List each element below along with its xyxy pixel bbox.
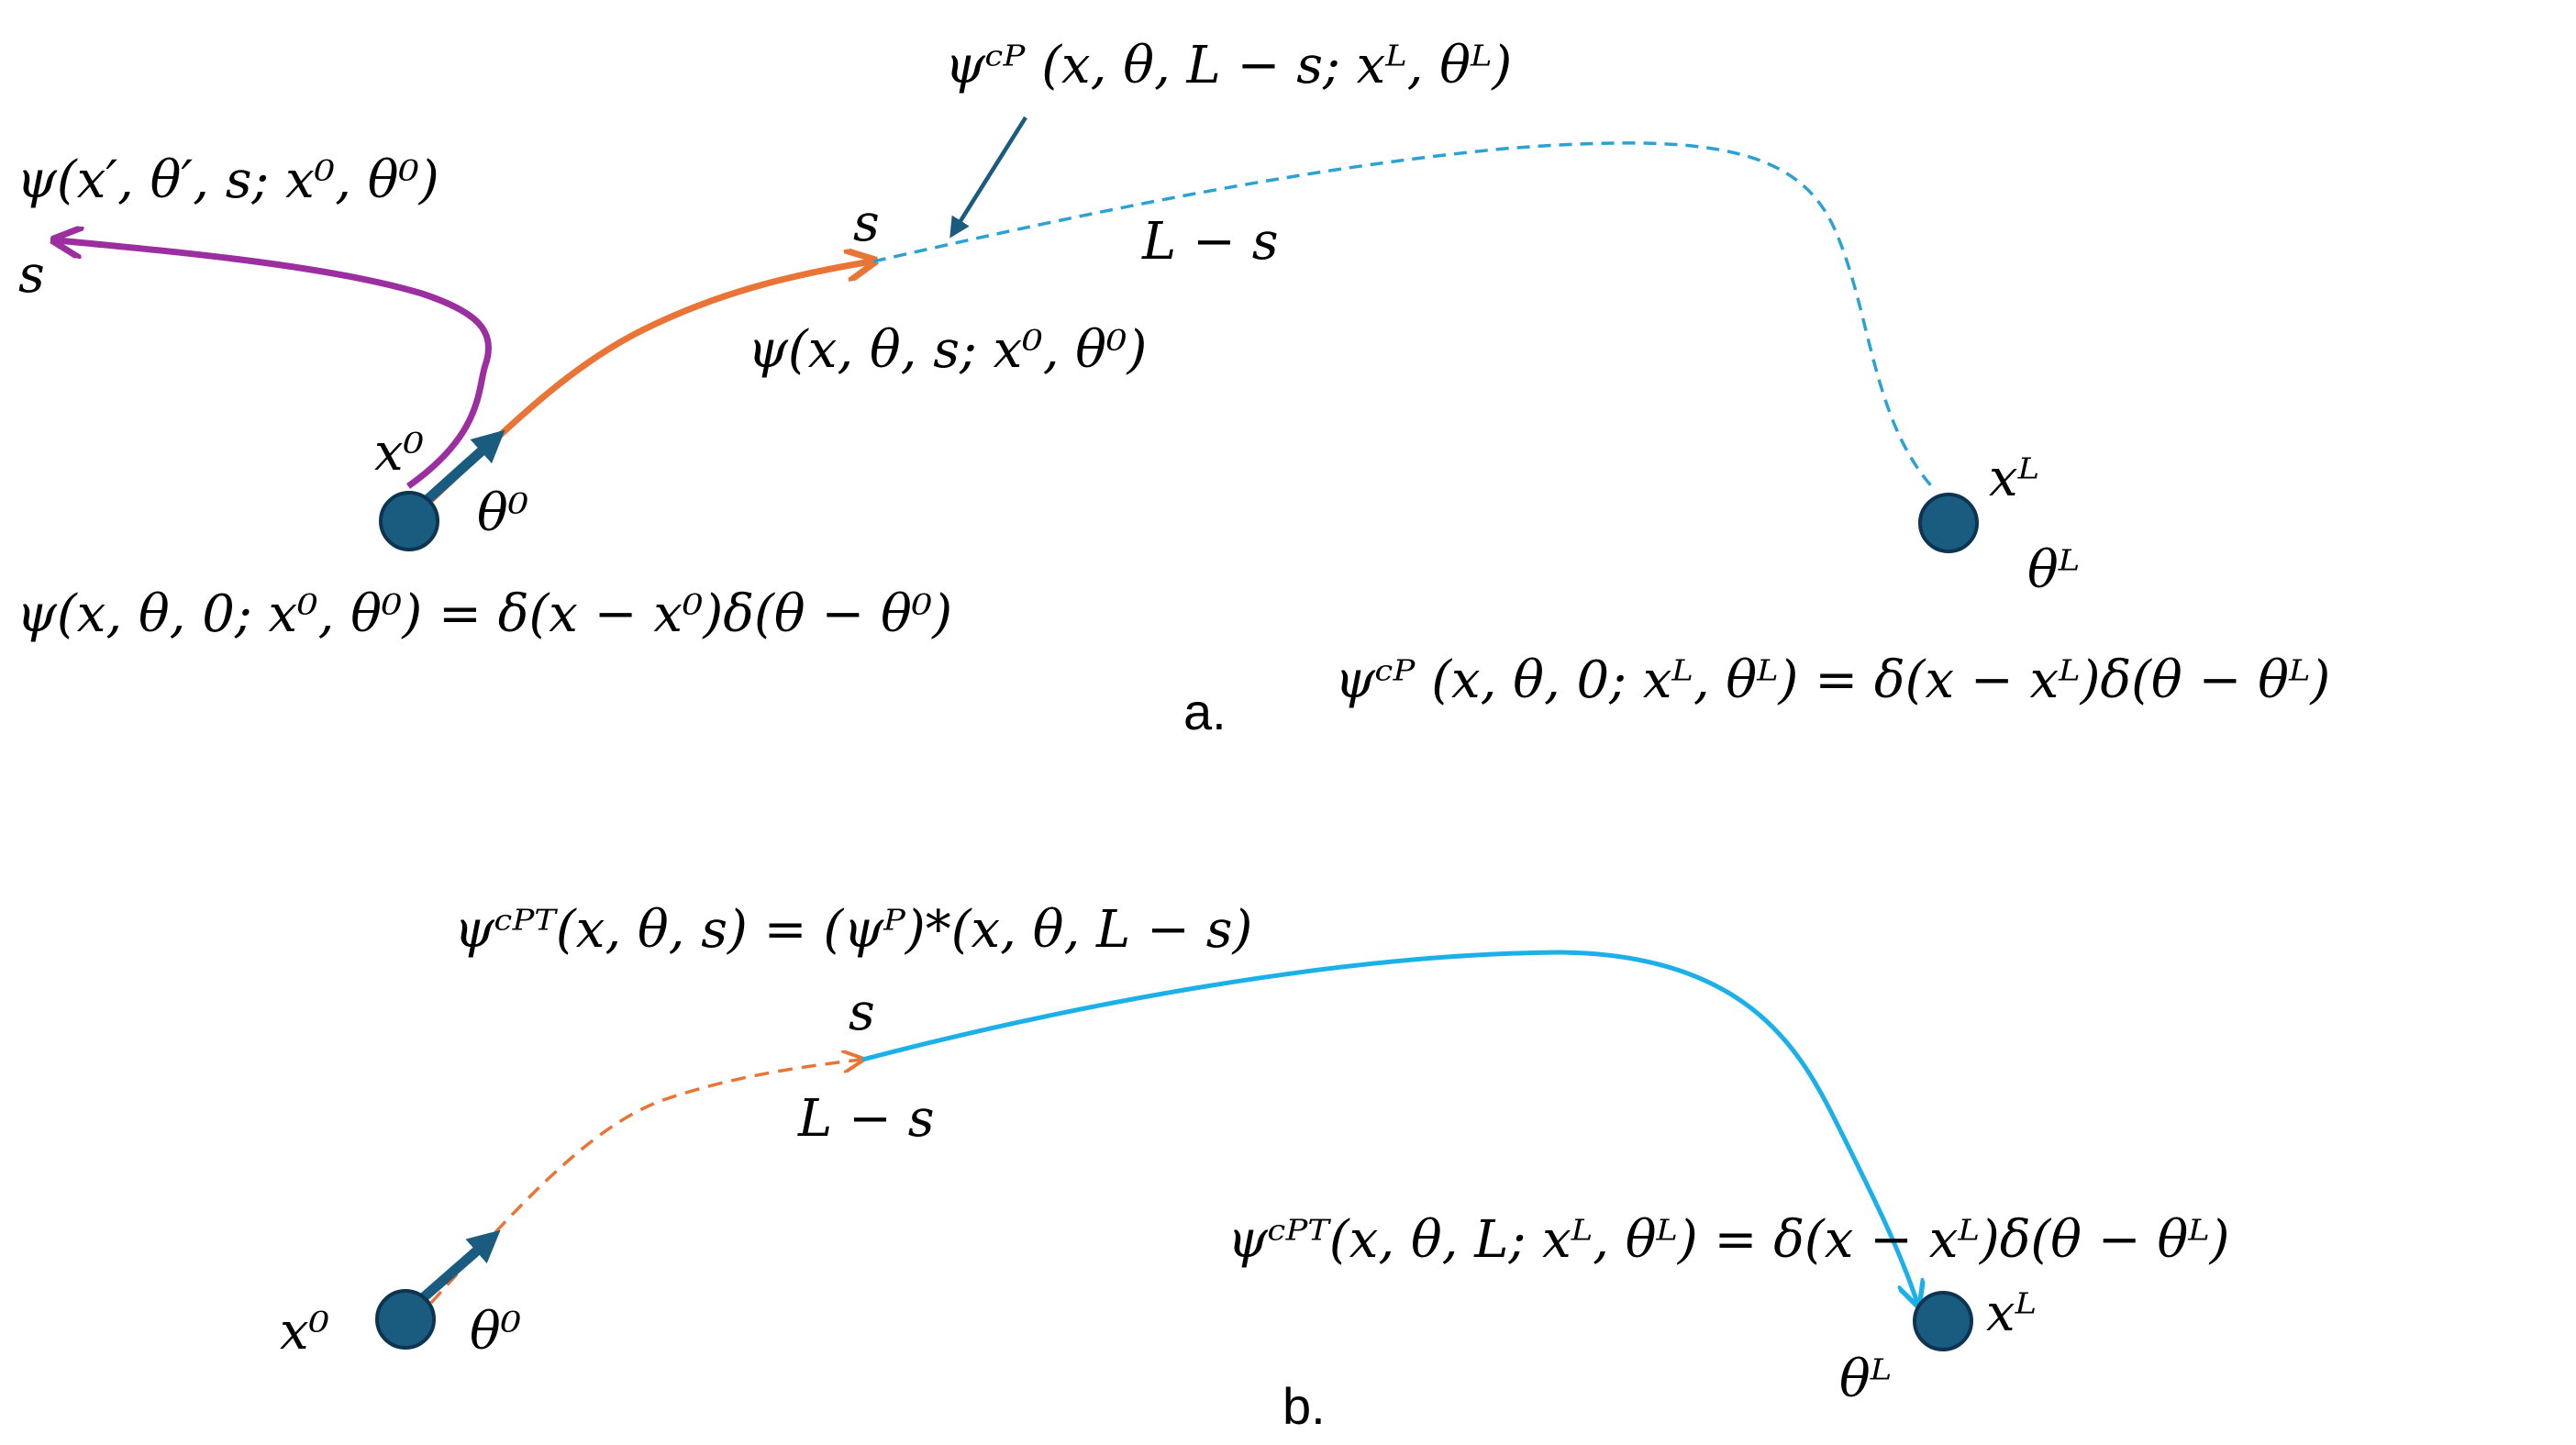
label-thetaL-a: θᴸ: [2027, 540, 2080, 600]
dashed-forward-path-b: [429, 1060, 861, 1305]
label-l-minus-s-b: L − s: [797, 1089, 934, 1149]
label-l-minus-s-a: L − s: [1141, 212, 1278, 272]
node-x0-a: [379, 491, 439, 551]
label-forward-a: ψ(x, θ, s; x⁰, θ⁰): [748, 320, 1147, 380]
eq-init-forward-a: ψ(x, θ, 0; x⁰, θ⁰) = δ(x − x⁰)δ(θ − θ⁰): [17, 584, 952, 644]
label-forward-alt-a: ψ(x′, θ′, s; x⁰, θ⁰): [17, 150, 439, 210]
label-thetaL-b: θᴸ: [1839, 1350, 1892, 1409]
node-xL-b: [1913, 1291, 1973, 1351]
eq-init-conjugate-a: ψᶜᴾ (x, θ, 0; xᴸ, θᴸ) = δ(x − xᴸ)δ(θ − θ…: [1335, 650, 2330, 710]
label-conjugate-a: ψᶜᴾ (x, θ, L − s; xᴸ, θᴸ): [945, 36, 1512, 95]
label-x0-a: x⁰: [374, 423, 424, 483]
eq-cpt-end-b: ψᶜᴾᵀ(x, θ, L; xᴸ, θᴸ) = δ(x − xᴸ)δ(θ − θ…: [1227, 1210, 2229, 1270]
alt-path-a: [57, 240, 492, 489]
panel-label-a: a.: [1183, 683, 1227, 740]
panel-label-b: b.: [1282, 1377, 1326, 1435]
label-xL-b: xᴸ: [1986, 1284, 2037, 1343]
label-theta0-a: θ⁰: [477, 484, 528, 543]
theta0-direction-arrow-b: [414, 1229, 501, 1307]
label-s-mid-b: s: [849, 983, 875, 1042]
label-theta0-b: θ⁰: [470, 1302, 521, 1362]
theta0-direction-arrow-a: [420, 429, 505, 507]
eq-cpt-b: ψᶜᴾᵀ(x, θ, s) = (ψᴾ)*(x, θ, L − s): [454, 900, 1252, 960]
label-x0-b: x⁰: [280, 1302, 329, 1362]
label-xL-a: xᴸ: [1989, 449, 2039, 508]
conjugate-dashed-path-a: [872, 141, 1938, 493]
node-xL-a: [1918, 493, 1979, 553]
pointer-arrow-a: [949, 116, 1027, 239]
label-s-mid-a: s: [853, 194, 880, 253]
label-s-alt-a: s: [18, 245, 45, 305]
cpt-path-b: [861, 950, 1917, 1303]
node-x0-b: [375, 1289, 436, 1350]
forward-path-a: [428, 261, 872, 503]
